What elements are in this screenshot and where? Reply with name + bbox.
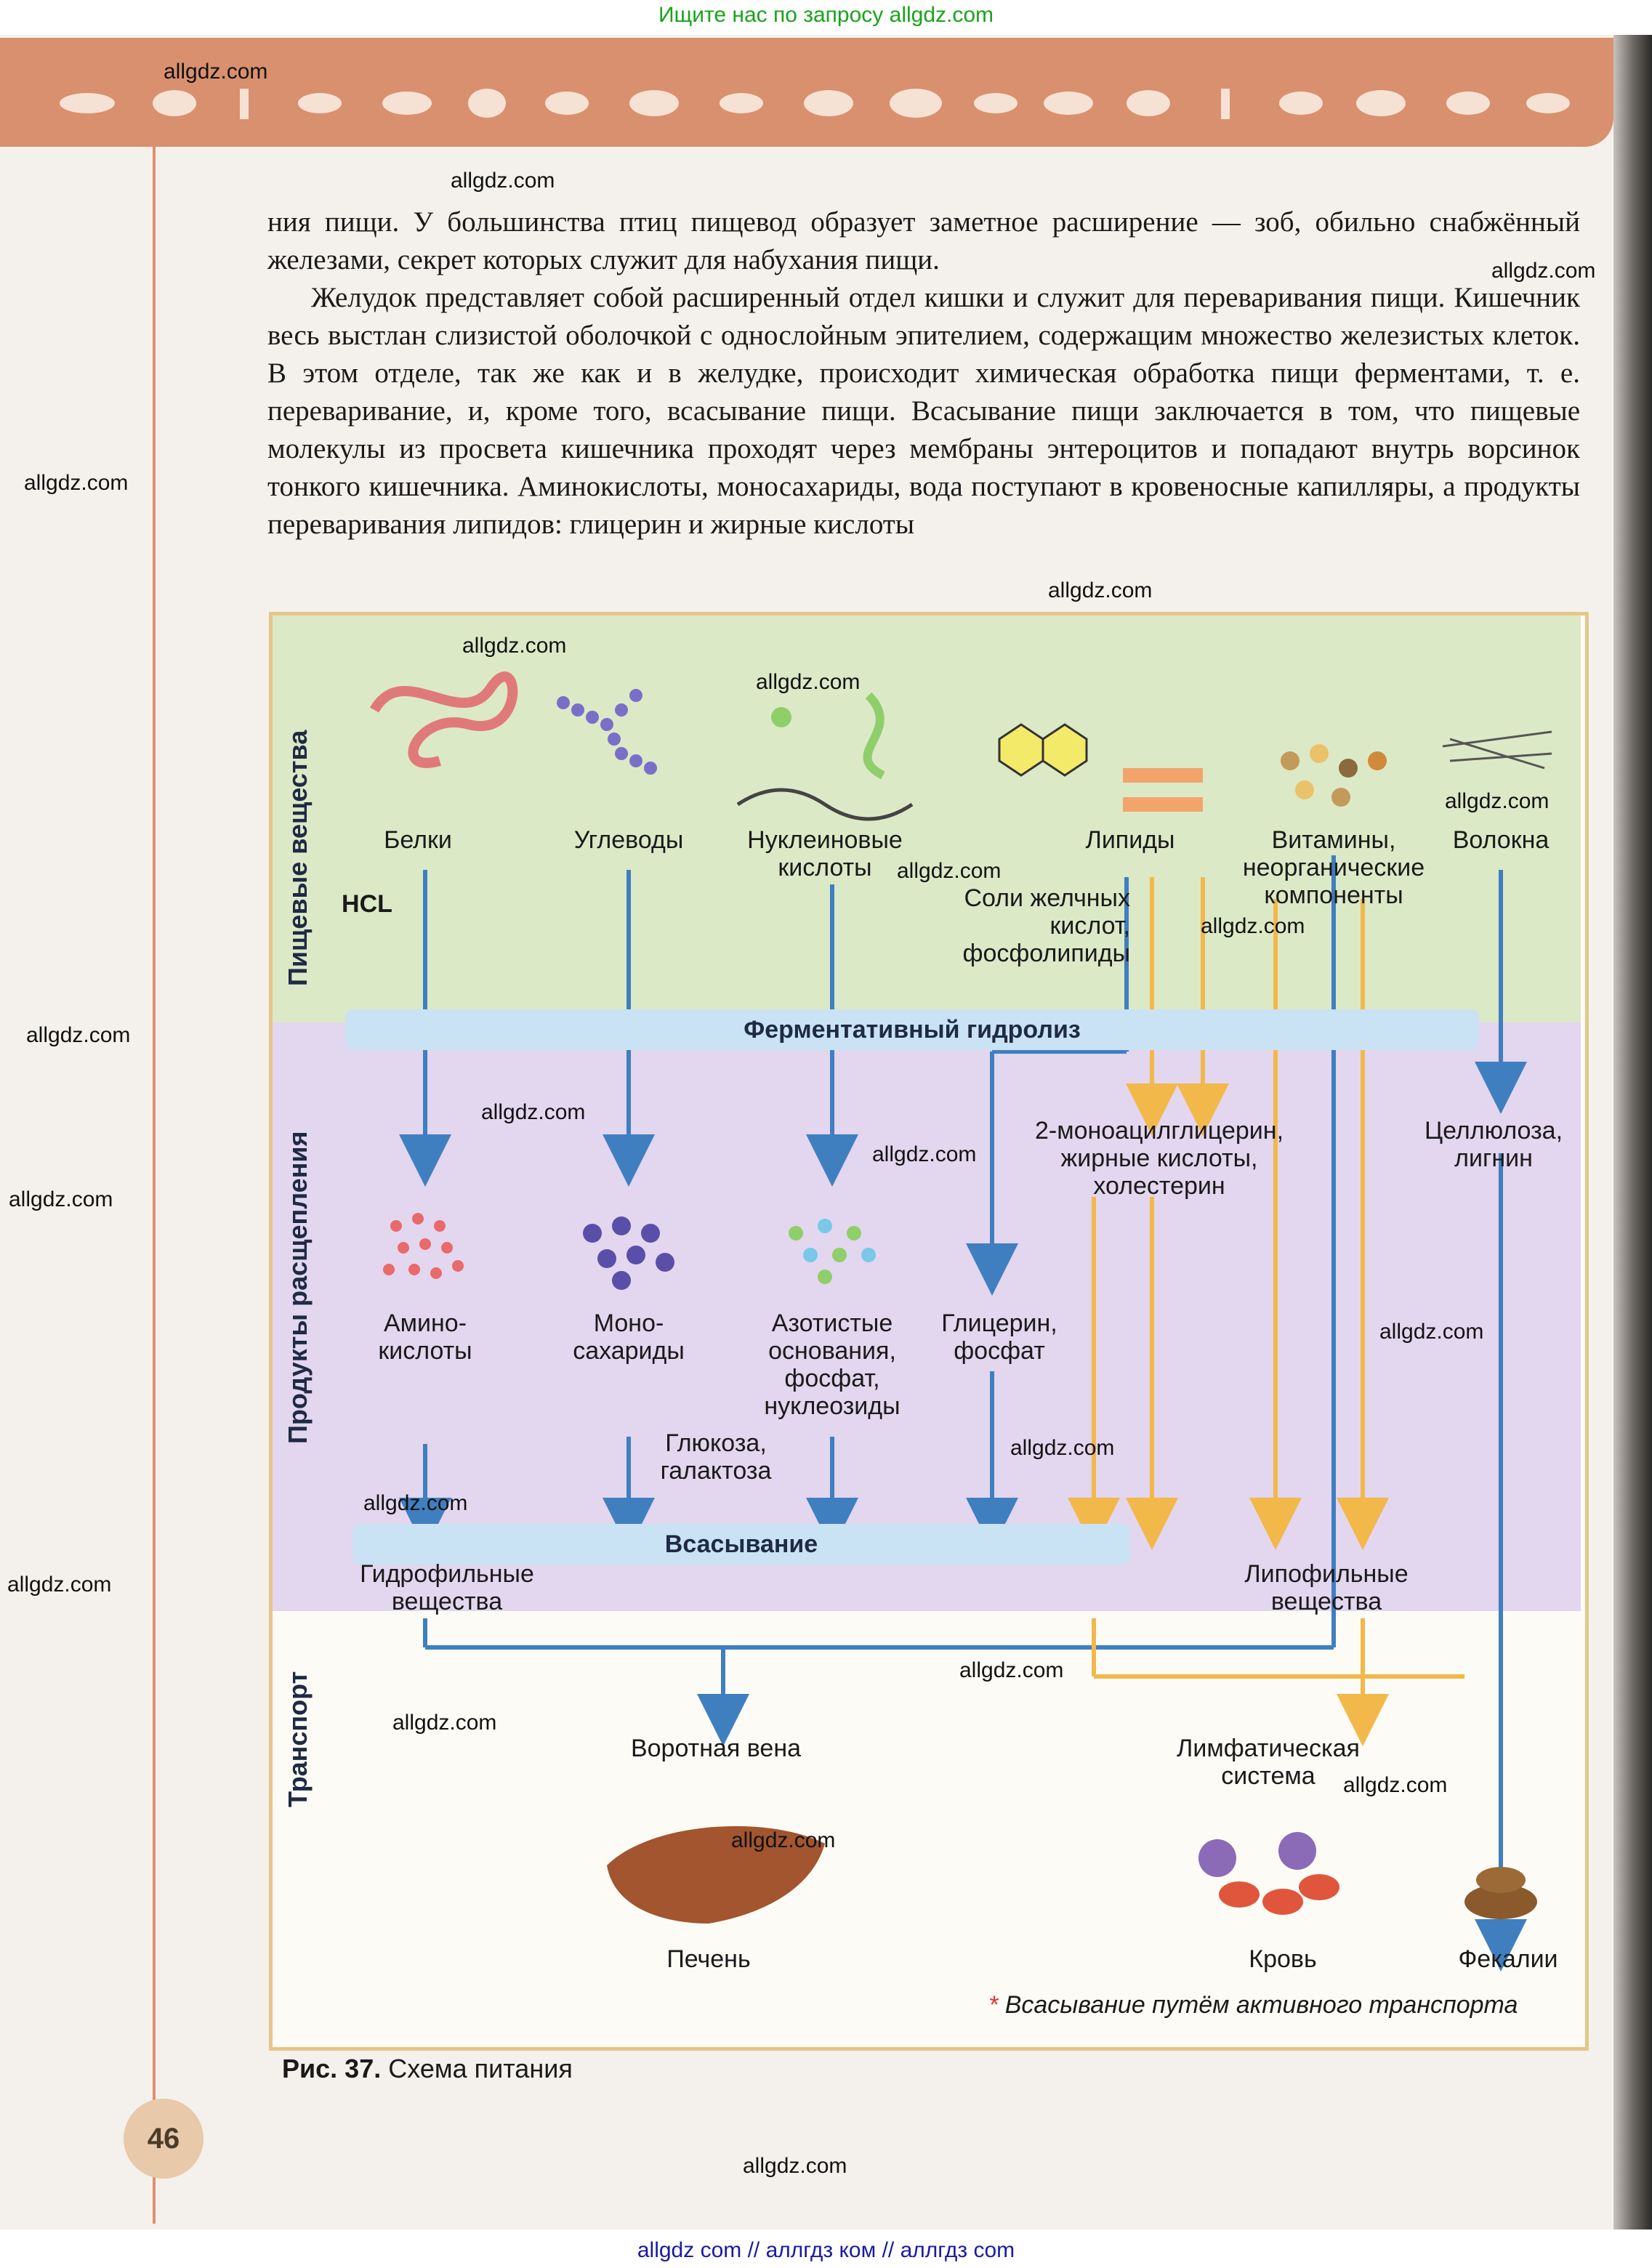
watermark: allgdz.com (1491, 259, 1596, 283)
fiber-icon (1442, 730, 1552, 770)
margin-line (153, 145, 156, 2224)
watermark: allgdz.com (462, 634, 567, 658)
watermark: allgdz.com (872, 1142, 977, 1166)
label-nucleic: Нуклеиновые кислоты (747, 826, 903, 881)
watermark: allgdz.com (7, 1573, 112, 1597)
watermark: allgdz.com (164, 60, 268, 84)
label-carbs: Углеводы (573, 826, 684, 854)
watermark: allgdz.com (1445, 789, 1550, 813)
bottom-link[interactable]: allgdz com // аллгдз ком // аллгдз com (637, 2238, 1015, 2262)
watermark: allgdz.com (731, 1828, 836, 1852)
watermark: allgdz.com (1048, 578, 1153, 602)
label-cellulose: Целлюлоза, лигнин (1424, 1117, 1563, 1172)
watermark: allgdz.com (1343, 1773, 1448, 1797)
label-liver: Печень (666, 1945, 751, 1973)
watermark: allgdz.com (1010, 1436, 1115, 1460)
label-mono: Моно-сахариды (573, 1309, 685, 1365)
bar-hydrolysis: Ферментативный гидролиз (345, 1009, 1479, 1050)
watermark: allgdz.com (959, 1658, 1064, 1682)
label-portal: Воротная вена (630, 1735, 802, 1762)
watermark: allgdz.com (756, 670, 861, 694)
footnote-text: Всасывание путём активного транспорта (1004, 1991, 1518, 2019)
label-proteins: Белки (384, 826, 452, 854)
figure-caption: Рис. 37. Схема питания (282, 2054, 573, 2084)
watermark: allgdz.com (481, 1100, 586, 1124)
label-hydrophilic: Гидрофильные вещества (360, 1560, 534, 1615)
watermark: allgdz.com (26, 1023, 131, 1047)
label-vitamins: Витамины, неорганические компоненты (1242, 826, 1425, 909)
vitamins-icon (1281, 744, 1387, 807)
caption-label: Рис. 37. (282, 2054, 382, 2083)
nitrogen-bases-icon (789, 1219, 876, 1284)
paragraph-2: Желудок представляет собой расширенный о… (267, 282, 1580, 540)
page-binding-shadow (1613, 35, 1652, 2229)
carbohydrate-icon (557, 689, 657, 775)
watermark: allgdz.com (1379, 1320, 1484, 1344)
label-bile: Соли желчных кислот, фосфолипиды (962, 884, 1130, 967)
body-text: ния пищи. У большинства птиц пищевод обр… (267, 203, 1580, 544)
label-blood: Кровь (1249, 1945, 1317, 1973)
label-lymph: Лимфатическая система (1177, 1735, 1360, 1790)
monosaccharides-icon (583, 1216, 674, 1290)
watermark: allgdz.com (9, 1187, 113, 1211)
bar-absorption: Всасывание (352, 1524, 1130, 1565)
blood-icon (1198, 1832, 1339, 1915)
lipid-icon (998, 723, 1203, 812)
label-glucose: Глюкоза, галактоза (660, 1429, 772, 1485)
label-lipophilic: Липофильные вещества (1244, 1560, 1409, 1615)
label-fibers: Волокна (1452, 826, 1550, 854)
label-lipids: Липиды (1085, 826, 1175, 854)
diagram-graphics (369, 671, 1552, 1972)
label-amino: Амино-кислоты (378, 1309, 472, 1365)
top-link[interactable]: Ищите нас по запросу allgdz.com (658, 3, 994, 27)
feces-icon (1464, 1867, 1537, 1919)
watermark: allgdz.com (1201, 914, 1305, 938)
caption-text: Схема питания (388, 2054, 573, 2083)
nucleic-acid-icon (736, 692, 914, 821)
watermark: allgdz.com (392, 1711, 497, 1735)
page-number: 46 (124, 2099, 204, 2179)
label-glycerol: Глицерин, фосфат (941, 1309, 1057, 1365)
label-nitro: Азотистые основания, фосфат, нуклеозиды (764, 1309, 900, 1420)
watermark: allgdz.com (363, 1491, 468, 1515)
amino-acids-icon (383, 1213, 464, 1279)
label-mag: 2-моноацилглицерин, жирные кислоты, холе… (1034, 1117, 1284, 1200)
protein-icon (369, 671, 518, 768)
footnote-star: * (988, 1991, 999, 2019)
decorative-banner (0, 38, 1613, 147)
paragraph-1: ния пищи. У большинства птиц пищевод обр… (267, 206, 1580, 275)
label-feces: Фекалии (1458, 1945, 1558, 1973)
watermark: allgdz.com (24, 471, 129, 495)
watermark: allgdz.com (743, 2154, 847, 2178)
watermark: allgdz.com (897, 859, 1002, 883)
animal-silhouettes (60, 89, 1570, 119)
watermark: allgdz.com (451, 169, 555, 193)
figure-37: Пищевые вещества Продукты расщепления Тр… (269, 612, 1589, 2051)
liver-icon (607, 1826, 825, 1924)
label-hcl: HCL (342, 890, 392, 918)
footnote: * Всасывание путём активного транспорта (988, 1991, 1518, 2019)
